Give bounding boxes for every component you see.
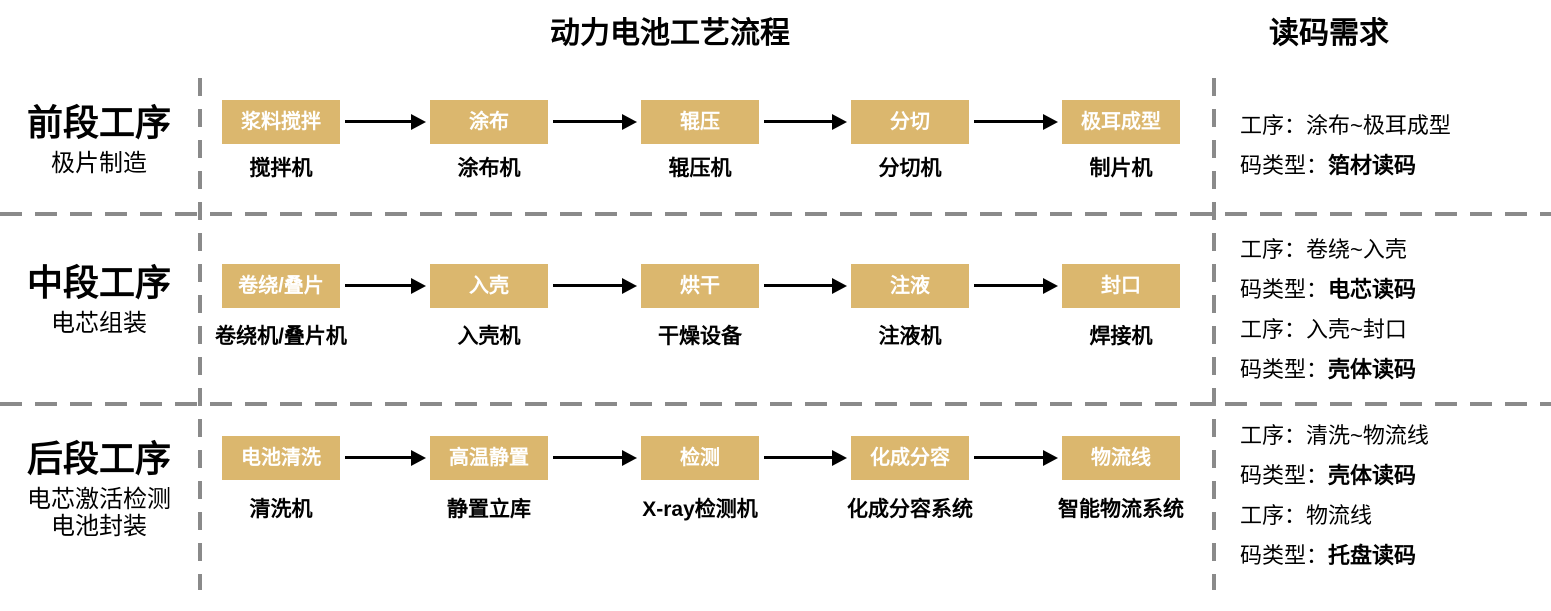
requirements-block-front: 工序：涂布~极耳成型 码类型：箔材读码 [1240,106,1545,186]
process-box: 涂布 [430,100,548,144]
requirement-value: 入壳~封口 [1306,317,1407,342]
requirement-line: 工序：入壳~封口 [1240,310,1545,350]
requirement-line: 工序：物流线 [1240,496,1545,536]
process-box: 化成分容 [851,436,969,480]
row-divider-1 [0,212,1551,216]
flow-arrow [974,120,1043,123]
flow-arrow [345,456,411,459]
flow-arrow [974,284,1043,287]
machine-label: 入壳机 [457,325,521,348]
flow-arrow [345,284,411,287]
requirement-line: 工序：卷绕~入壳 [1240,230,1545,270]
requirement-value: 壳体读码 [1328,463,1417,488]
flow-arrow [764,456,832,459]
requirement-line: 工序：清洗~物流线 [1240,416,1545,456]
machine-label: 分切机 [878,157,942,180]
machine-label: 智能物流系统 [1058,498,1184,521]
requirement-line: 码类型：托盘读码 [1240,536,1545,576]
requirement-prefix: 工序： [1240,423,1307,448]
stage-title: 中段工序 [26,262,171,303]
process-box: 烘干 [641,264,759,308]
flow-arrow [974,456,1043,459]
flow-arrow [553,120,622,123]
process-box: 分切 [851,100,969,144]
machine-label: 卷绕机/叠片机 [215,325,347,348]
requirement-value: 卷绕~入壳 [1306,237,1407,262]
process-box: 封口 [1062,264,1180,308]
machine-label: 辊压机 [668,157,732,180]
stage-subtitle: 电池封装 [51,513,147,540]
flow-title: 动力电池工艺流程 [550,17,790,50]
machine-label: 焊接机 [1089,325,1153,348]
process-box: 极耳成型 [1062,100,1180,144]
flow-arrow [553,456,622,459]
requirement-prefix: 码类型： [1240,153,1329,178]
stage-label-rear: 后段工序 电芯激活检测 电池封装 [0,438,198,540]
process-box: 注液 [851,264,969,308]
machine-label: 注液机 [878,325,942,348]
stage-subtitle: 电芯激活检测 [27,486,171,513]
requirements-block-rear: 工序：清洗~物流线 码类型：壳体读码 工序：物流线 码类型：托盘读码 [1240,416,1545,576]
flow-arrow [764,120,832,123]
process-box: 高温静置 [430,436,548,480]
requirement-prefix: 工序： [1240,237,1307,262]
requirement-value: 涂布~极耳成型 [1306,113,1451,138]
machine-label: 静置立库 [447,498,531,521]
requirement-value: 托盘读码 [1328,543,1417,568]
process-box: 入壳 [430,264,548,308]
process-box: 物流线 [1062,436,1180,480]
process-box: 检测 [641,436,759,480]
machine-label: 清洗机 [249,498,313,521]
stage-subtitle: 电芯组装 [51,310,147,337]
requirement-prefix: 码类型： [1240,357,1329,382]
machine-label: X-ray检测机 [642,498,758,521]
process-box: 浆料搅拌 [222,100,340,144]
process-box: 卷绕/叠片 [222,264,340,308]
stage-flow-divider [198,78,202,590]
stage-subtitle: 极片制造 [51,150,147,177]
stage-label-middle: 中段工序 电芯组装 [0,262,198,337]
machine-label: 涂布机 [457,157,521,180]
stage-label-front: 前段工序 极片制造 [0,102,198,177]
requirement-value: 箔材读码 [1328,153,1417,178]
requirement-prefix: 工序： [1240,503,1307,528]
stage-title: 后段工序 [26,438,171,479]
process-box: 辊压 [641,100,759,144]
flow-requirements-divider [1212,78,1216,590]
requirement-value: 物流线 [1306,503,1373,528]
requirement-prefix: 码类型： [1240,277,1329,302]
requirement-value: 清洗~物流线 [1306,423,1429,448]
requirement-prefix: 码类型： [1240,543,1329,568]
requirement-line: 码类型：壳体读码 [1240,350,1545,390]
requirements-title: 读码需求 [1269,17,1389,50]
requirement-prefix: 码类型： [1240,463,1329,488]
requirement-prefix: 工序： [1240,317,1307,342]
requirements-block-middle: 工序：卷绕~入壳 码类型：电芯读码 工序：入壳~封口 码类型：壳体读码 [1240,230,1545,390]
machine-label: 化成分容系统 [847,498,973,521]
process-box: 电池清洗 [222,436,340,480]
requirement-value: 电芯读码 [1328,277,1417,302]
machine-label: 搅拌机 [249,157,313,180]
row-divider-2 [0,402,1551,406]
flow-arrow [764,284,832,287]
requirement-prefix: 工序： [1240,113,1307,138]
stage-title: 前段工序 [26,102,171,143]
requirement-line: 码类型：箔材读码 [1240,146,1545,186]
requirement-line: 码类型：壳体读码 [1240,456,1545,496]
requirement-value: 壳体读码 [1328,357,1417,382]
requirement-line: 工序：涂布~极耳成型 [1240,106,1545,146]
requirement-line: 码类型：电芯读码 [1240,270,1545,310]
flow-arrow [553,284,622,287]
machine-label: 干燥设备 [658,325,742,348]
machine-label: 制片机 [1089,157,1153,180]
flow-arrow [345,120,411,123]
